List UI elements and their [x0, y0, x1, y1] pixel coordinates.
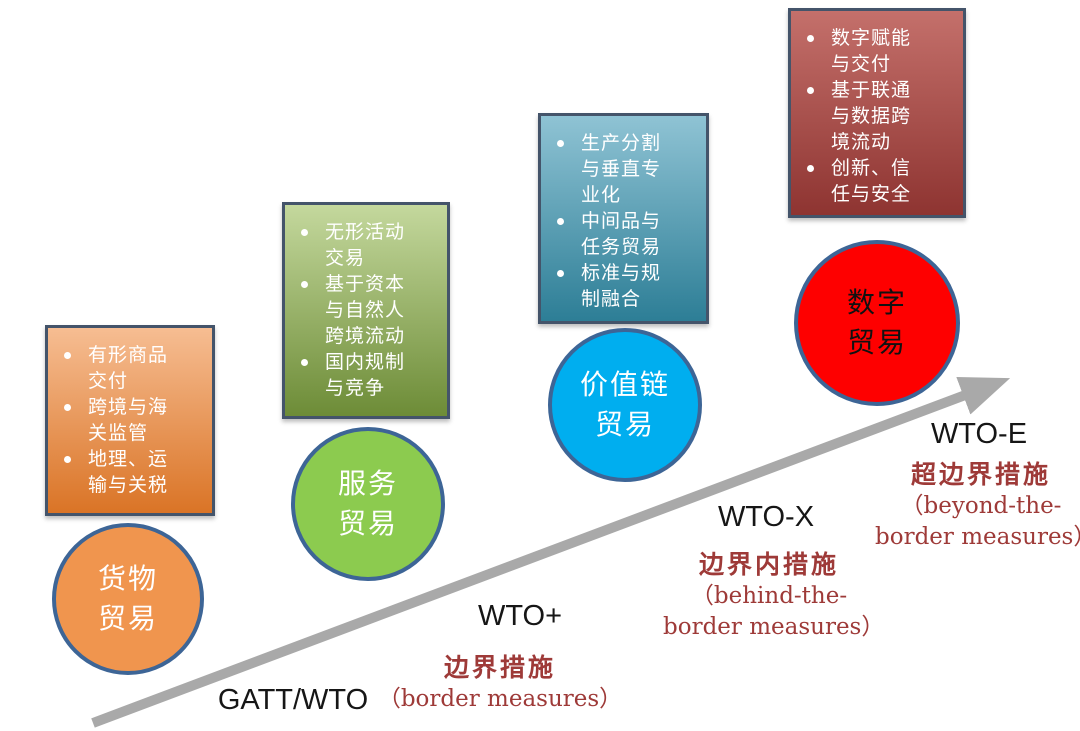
- bullet-icon: [301, 359, 308, 366]
- measure-label-beyond-the-border: 超边界措施 （beyond-the-border measures）: [875, 459, 1080, 553]
- bullet-text: 数字赋能与交付: [831, 27, 912, 75]
- bullet-icon: [301, 281, 308, 288]
- circle-label-line: 贸易: [337, 507, 398, 540]
- era-label-gatt-wto: GATT/WTO: [217, 684, 369, 716]
- bullet-text: 国内规制与竞争: [325, 351, 406, 399]
- bullet-icon: [807, 87, 814, 94]
- services-trade-box: 无形活动交易 基于资本与自然人跨境流动 国内规制与竞争: [282, 202, 450, 419]
- bullet-text: 创新、信任与安全: [831, 157, 912, 205]
- circle-label-line: 价值链: [579, 368, 670, 401]
- measure-text-en: （border measures）: [377, 686, 623, 712]
- bullet-item: 数字赋能与交付: [801, 25, 957, 77]
- measure-text-en: （behind-the-border measures）: [663, 583, 885, 640]
- services-trade-bullet-list: 无形活动交易 基于资本与自然人跨境流动 国内规制与竞争: [285, 205, 447, 411]
- circle-label-line: 数字: [846, 286, 907, 319]
- bullet-item: 无形活动交易: [295, 219, 441, 271]
- digital-trade-circle: 数字 贸易: [794, 240, 960, 406]
- bullet-text: 基于资本与自然人跨境流动: [325, 273, 406, 347]
- services-trade-circle: 服务 贸易: [291, 427, 445, 581]
- value-chain-trade-circle: 价值链 贸易: [548, 328, 702, 482]
- bullet-text: 跨境与海关监管: [88, 396, 169, 444]
- bullet-item: 地理、运输与关税: [58, 446, 206, 498]
- bullet-icon: [301, 229, 308, 236]
- bullet-item: 创新、信任与安全: [801, 155, 957, 207]
- bullet-icon: [807, 165, 814, 172]
- goods-trade-box: 有形商品交付 跨境与海关监管 地理、运输与关税: [45, 325, 215, 516]
- value-chain-bullet-list: 生产分割与垂直专业化 中间品与任务贸易 标准与规制融合: [541, 116, 706, 322]
- era-label-wto-e: WTO-E: [930, 418, 1028, 450]
- bullet-text: 无形活动交易: [325, 221, 406, 269]
- bullet-text: 基于联通与数据跨境流动: [831, 79, 912, 153]
- value-chain-trade-box: 生产分割与垂直专业化 中间品与任务贸易 标准与规制融合: [538, 113, 709, 324]
- measure-text-zh: 超边界措施: [910, 460, 1051, 489]
- circle-label-line: 贸易: [594, 408, 655, 441]
- bullet-icon: [64, 352, 71, 359]
- goods-trade-circle: 货物 贸易: [52, 523, 204, 675]
- bullet-text: 中间品与任务贸易: [581, 210, 662, 258]
- circle-label-line: 贸易: [97, 602, 158, 635]
- digital-trade-box: 数字赋能与交付 基于联通与数据跨境流动 创新、信任与安全: [788, 8, 966, 218]
- bullet-icon: [807, 35, 814, 42]
- bullet-text: 地理、运输与关税: [88, 448, 169, 496]
- bullet-item: 生产分割与垂直专业化: [551, 130, 700, 208]
- bullet-item: 基于资本与自然人跨境流动: [295, 271, 441, 349]
- circle-label-line: 货物: [97, 562, 158, 595]
- bullet-item: 基于联通与数据跨境流动: [801, 77, 957, 155]
- digital-trade-bullet-list: 数字赋能与交付 基于联通与数据跨境流动 创新、信任与安全: [791, 11, 963, 217]
- goods-trade-bullet-list: 有形商品交付 跨境与海关监管 地理、运输与关税: [48, 328, 212, 508]
- measure-text-zh: 边界措施: [443, 653, 556, 682]
- era-label-wto-plus: WTO+: [477, 600, 563, 632]
- bullet-item: 中间品与任务贸易: [551, 208, 700, 260]
- bullet-text: 标准与规制融合: [581, 262, 662, 310]
- bullet-item: 国内规制与竞争: [295, 349, 441, 401]
- measure-label-border: 边界措施 （border measures）: [375, 652, 625, 715]
- bullet-icon: [557, 270, 564, 277]
- bullet-text: 有形商品交付: [88, 344, 169, 392]
- circle-label-line: 贸易: [846, 326, 907, 359]
- bullet-item: 有形商品交付: [58, 342, 206, 394]
- measure-label-behind-the-border: 边界内措施 （behind-the-border measures）: [663, 549, 885, 643]
- bullet-item: 跨境与海关监管: [58, 394, 206, 446]
- bullet-text: 生产分割与垂直专业化: [581, 132, 662, 206]
- bullet-item: 标准与规制融合: [551, 260, 700, 312]
- bullet-icon: [64, 456, 71, 463]
- era-label-wto-x: WTO-X: [717, 501, 815, 533]
- bullet-icon: [64, 404, 71, 411]
- bullet-icon: [557, 140, 564, 147]
- measure-text-en: （beyond-the-border measures）: [875, 493, 1080, 550]
- bullet-icon: [557, 218, 564, 225]
- circle-label-line: 服务: [337, 467, 398, 500]
- measure-text-zh: 边界内措施: [698, 550, 839, 579]
